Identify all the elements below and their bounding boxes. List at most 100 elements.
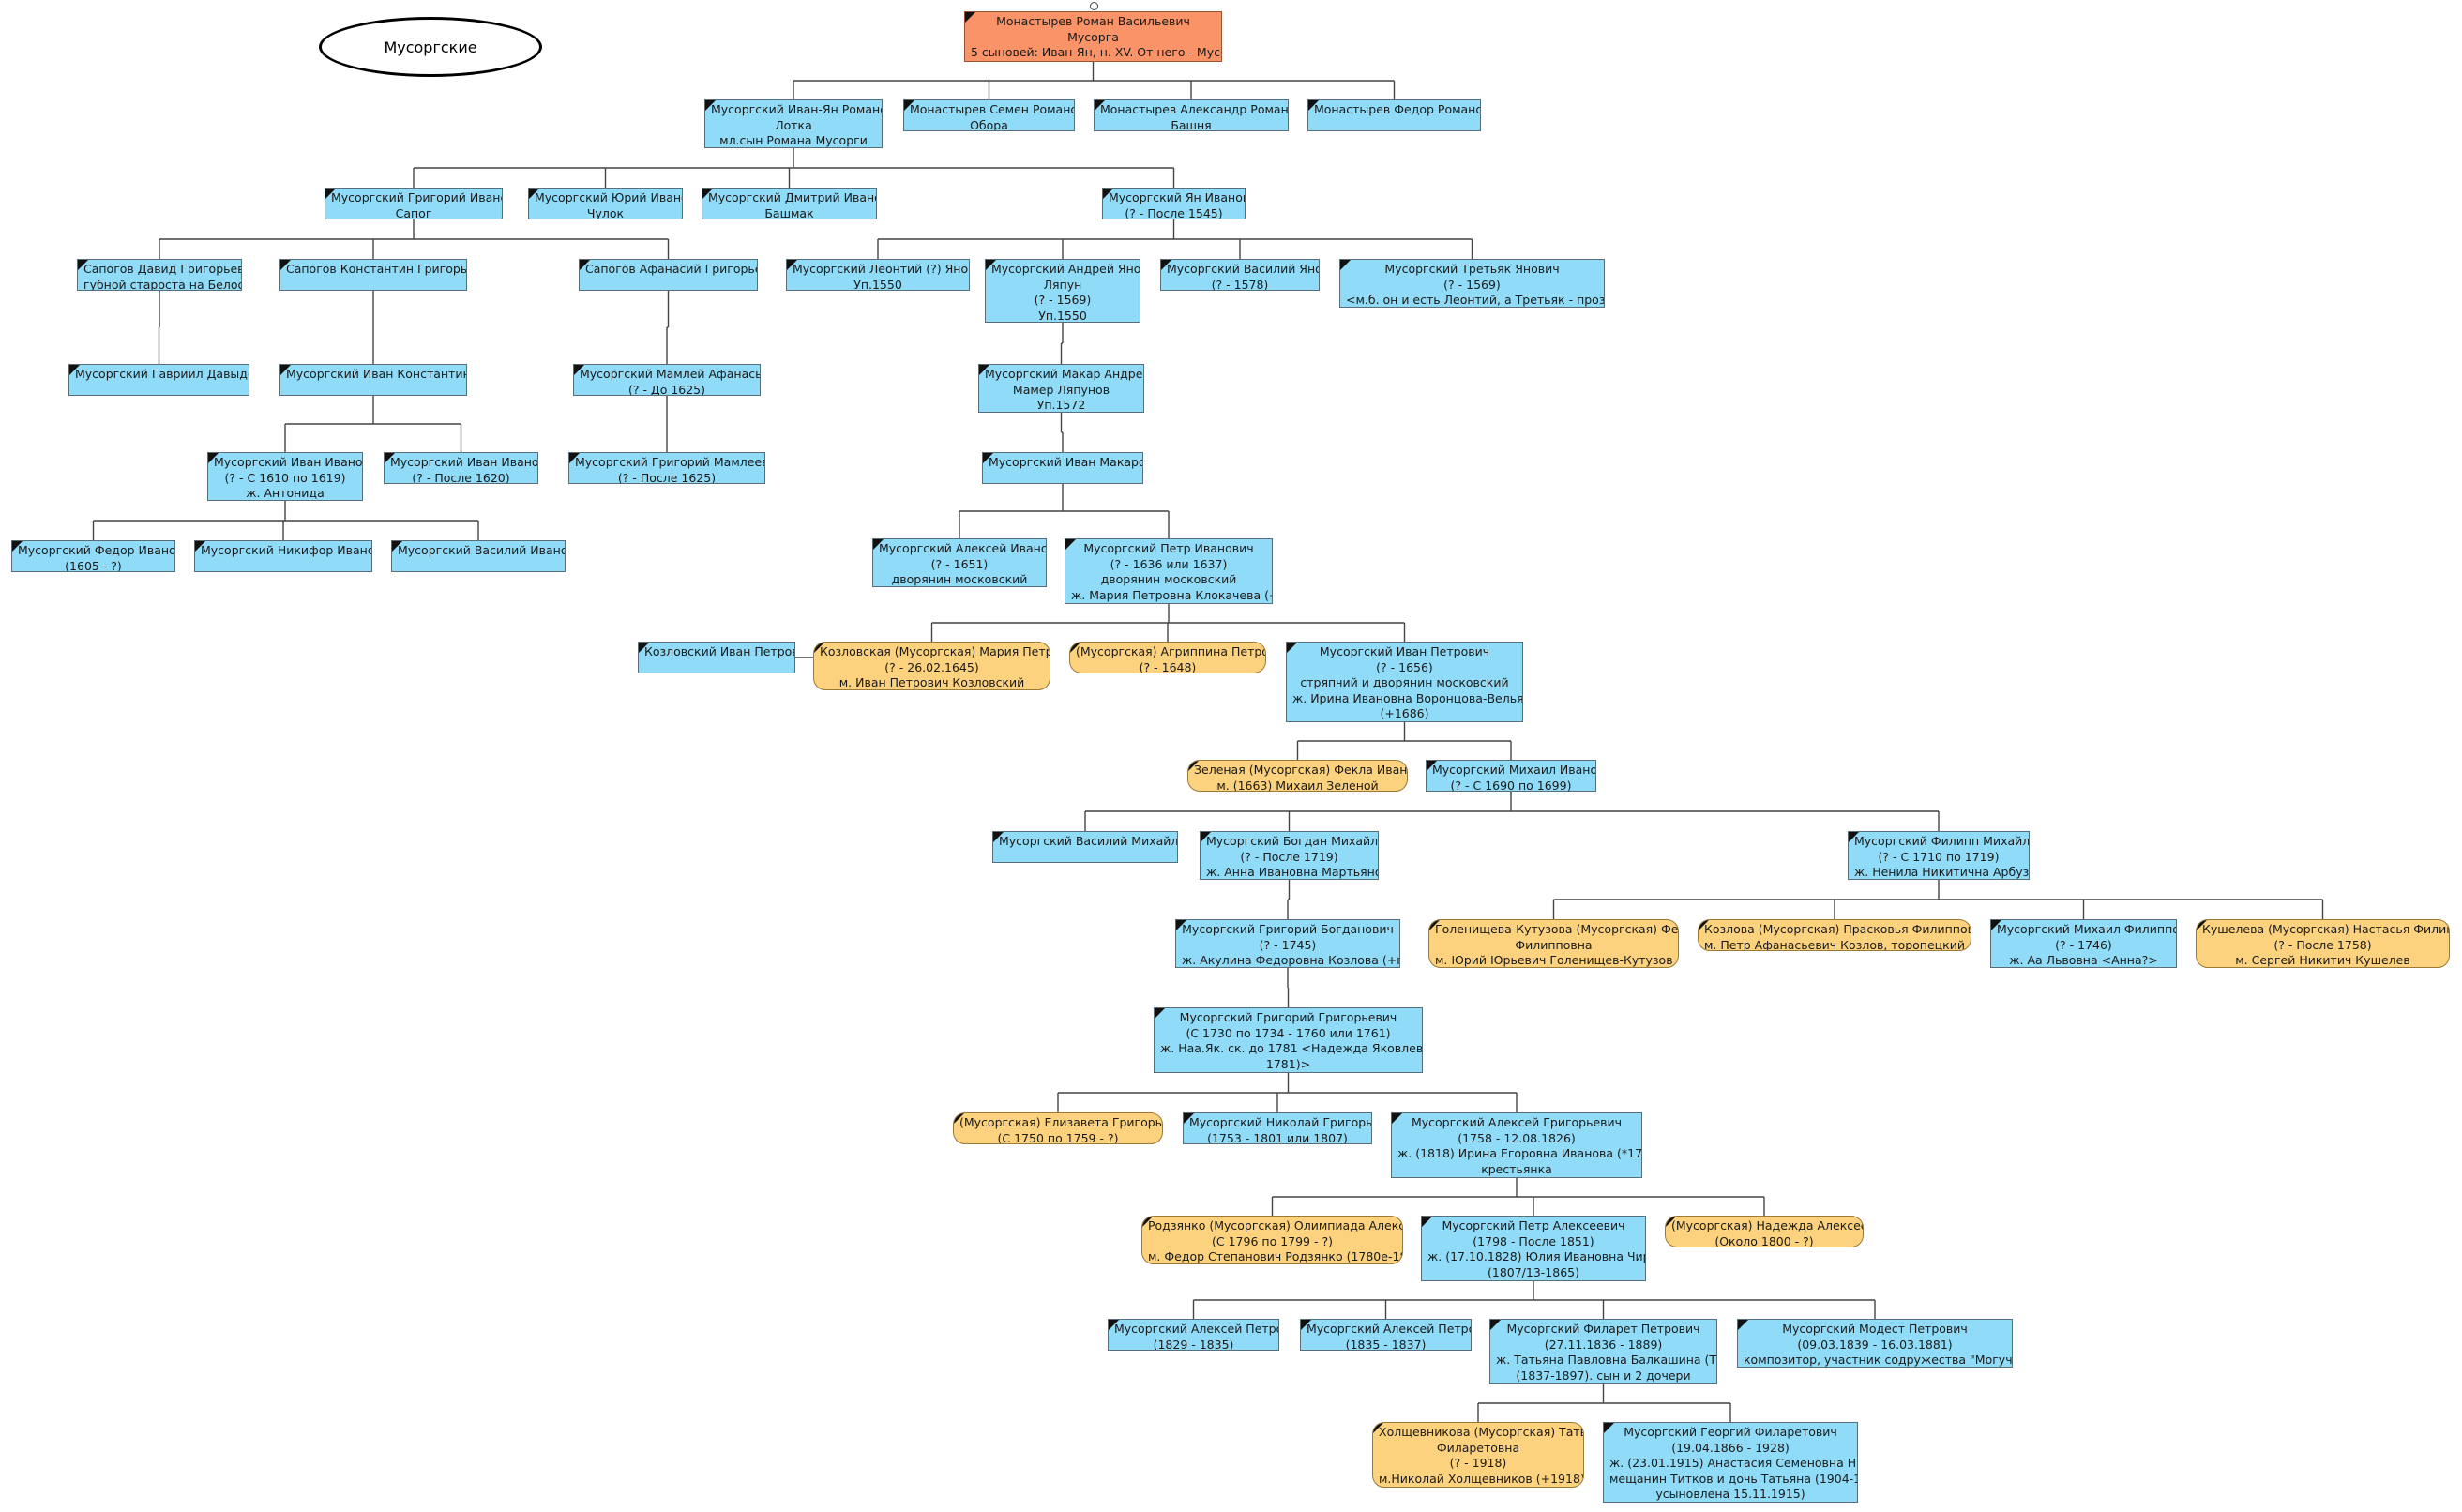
person-card[interactable]: Холщевникова (Мусоргская) ТатьянаФиларет… [1372,1422,1584,1488]
person-detail-line: (19.04.1866 - 1928) [1671,1440,1790,1455]
person-card[interactable]: Козловский Иван Петрович [638,642,795,673]
person-detail-line: (Около 1800 - ?) [1714,1233,1814,1247]
person-card[interactable]: Мусоргский Иван Петрович(? - 1656)стряпч… [1286,642,1523,722]
person-card[interactable]: Мусоргский Леонтий (?) ЯновичУп.1550 [786,259,970,291]
person-card[interactable]: Мусоргский Алексей Петрович(1835 - 1837) [1300,1319,1472,1351]
corner-flag-icon [979,365,989,375]
person-card[interactable]: Мусоргский Петр Алексеевич(1798 - После … [1421,1216,1646,1281]
person-name: Голенищева-Кутузова (Мусоргская) Федосья [1435,922,1679,936]
person-name: Мусоргский Василий Янович [1167,262,1319,276]
person-card[interactable]: Мусоргский Андрей ЯновичЛяпун(? - 1569)У… [985,259,1140,323]
person-detail-line: Чулок [586,205,625,219]
tree-title-oval: Мусоргские [319,17,542,77]
person-card[interactable]: Мусоргский Василий Иванович [391,540,566,572]
person-card[interactable]: Мусоргский Алексей Григорьевич(1758 - 12… [1391,1112,1642,1178]
person-card[interactable]: Мусоргский Иван Иванович(? - С 1610 по 1… [207,452,363,501]
person-card[interactable]: (Мусоргская) Надежда Алексеевна(Около 18… [1665,1216,1864,1247]
person-card[interactable]: Козловская (Мусоргская) Мария Петровна(?… [813,642,1050,690]
corner-flag-icon [1065,539,1076,550]
person-card[interactable]: Мусоргский Филарет Петрович(27.11.1836 -… [1489,1319,1717,1384]
person-name: Мусоргский Дмитрий Иванович [708,190,876,204]
person-card[interactable]: Мусоргский Петр Иванович(? - 1636 или 16… [1065,538,1273,604]
person-card[interactable]: Мусоргский Иван Иванович(? - После 1620) [384,452,538,484]
corner-flag-icon [954,1113,964,1124]
person-name: Мусоргский Иван-Ян Романович [711,102,882,116]
person-card[interactable]: (Мусоргская) Агриппина Петровна(? - 1648… [1069,642,1266,673]
corner-flag-icon [986,260,996,270]
person-card[interactable]: Монастырев Семен РомановичОбора [903,99,1075,131]
person-name: Мусоргский Мамлей Афанасьевич [580,367,760,381]
person-detail-line: ж. Мария Петровна Клокачева (+1648) [1071,587,1272,602]
person-name: Мусоргский Григорий Мамлеев сын [575,455,765,469]
person-card[interactable]: Мусоргский Макар АндреевичМамер ЛяпуновУ… [978,364,1144,413]
root-handle-icon[interactable] [1090,2,1098,10]
person-detail-line: Башмак [764,205,814,219]
person-card[interactable]: Мусоргский Иван Макарович [982,452,1143,484]
person-detail-line: ж. Татьяна Павловна Балкашина (Темира) [1496,1353,1717,1367]
corner-flag-icon [787,260,797,270]
person-name: Холщевникова (Мусоргская) Татьяна [1379,1425,1583,1439]
person-detail-line: мещанин Титков и дочь Татьяна (1904-1984… [1609,1471,1857,1486]
person-card[interactable]: Мусоргский Третьяк Янович(? - 1569)<м.б.… [1339,259,1605,308]
person-card[interactable]: Мусоргский Василий Михайлович [992,831,1178,863]
person-card[interactable]: Кушелева (Мусоргская) Настасья Филипповн… [2196,919,2450,968]
person-card[interactable]: Мусоргский Богдан Михайлович(? - После 1… [1200,831,1379,880]
person-card[interactable]: Мусоргский Дмитрий ИвановичБашмак [702,188,877,219]
corner-flag-icon [904,100,914,111]
person-card[interactable]: Мусоргский Алексей Иванович(? - 1651)дво… [872,538,1047,587]
person-card[interactable]: Мусоргский Григорий Григорьевич(С 1730 п… [1154,1007,1423,1073]
person-card[interactable]: Мусоргский Мамлей Афанасьевич(? - До 162… [573,364,761,396]
person-card[interactable]: Мусоргский Ян Иванович(? - После 1545) [1102,188,1246,219]
person-detail-line: дворянин московский [1100,572,1237,586]
corner-flag-icon [1188,761,1199,771]
person-detail-line: ж. Анна Ивановна Мартьянова [1206,865,1379,879]
person-card[interactable]: Мусоргский Алексей Петрович(1829 - 1835) [1108,1319,1279,1351]
person-card[interactable]: Мусоргский Георгий Филаретович(19.04.186… [1603,1422,1858,1503]
person-card[interactable]: Голенищева-Кутузова (Мусоргская) Федосья… [1428,919,1679,968]
person-card[interactable]: Мусоргский Иван Константинович [279,364,467,396]
person-card[interactable]: Зеленая (Мусоргская) Фекла Ивановнам. (1… [1187,760,1408,792]
person-detail-line: губной староста на Белоозере [83,277,241,291]
person-card[interactable]: Козлова (Мусоргская) Прасковья Филипповн… [1698,919,1971,951]
person-name: Мусоргский Иван Макарович [989,455,1142,469]
person-card[interactable]: Монастырев Александр РомановичБашня [1094,99,1289,131]
person-card[interactable]: Мусоргский Василий Янович(? - 1578) [1160,259,1320,291]
person-card[interactable]: Мусоргский Никифор Иванович [194,540,372,572]
person-card[interactable]: Мусоргский Федор Иванович(1605 - ?) [11,540,175,572]
person-card[interactable]: Мусоргский Модест Петрович(09.03.1839 - … [1737,1319,2013,1368]
person-card[interactable]: Мусоргский Филипп Михайлович(? - С 1710 … [1848,831,2030,880]
corner-flag-icon [1201,832,1211,842]
person-detail-line: мл.сын Романа Мусорги [719,133,868,147]
person-detail-line: (? - После 1620) [412,470,510,484]
tree-title: Мусоргские [384,38,477,56]
corner-flag-icon [280,365,291,375]
person-card[interactable]: (Мусоргская) Елизавета Григорьевна(С 175… [953,1112,1163,1144]
person-detail-line: (? - С 1710 по 1719) [1878,849,2000,864]
person-card[interactable]: Мусоргский Юрий ИвановичЧулок [528,188,683,219]
corner-flag-icon [529,189,539,199]
person-detail-line: (1753 - 1801 или 1807) [1207,1130,1348,1144]
person-detail-line: (? - После 1545) [1125,205,1223,219]
person-card[interactable]: Сапогов Константин Григорьевич [279,259,467,291]
person-name: (Мусоргская) Надежда Алексеевна [1671,1218,1863,1232]
corner-flag-icon [705,100,716,111]
person-card[interactable]: Мусоргский Григорий ИвановичСапог [325,188,503,219]
person-card[interactable]: Мусоргский Григорий Богданович(? - 1745)… [1175,919,1400,968]
person-card[interactable]: Монастырев Федор Романович [1307,99,1481,131]
person-card[interactable]: Мусоргский Григорий Мамлеев сын(? - Посл… [568,452,765,484]
person-card[interactable]: Мусоргский Михаил Иванович(? - С 1690 по… [1426,760,1596,792]
person-name: Мусоргский Иван Иванович [214,455,363,469]
person-card[interactable]: Мусоргский Иван-Ян РомановичЛоткамл.сын … [704,99,883,148]
person-detail-line: (1807/13-1865) [1487,1264,1579,1279]
person-detail-line: (1758 - 12.08.1826) [1458,1130,1576,1145]
person-name: Мусоргский Георгий Филаретович [1624,1425,1837,1439]
person-card[interactable]: Мусоргский Гавриил Давыдович [68,364,249,396]
person-card[interactable]: Сапогов Афанасий Григорьевич [579,259,758,291]
person-detail-line: ж. Антонида [246,486,325,500]
person-card[interactable]: Родзянко (Мусоргская) Олимпиада Алексеев… [1141,1216,1403,1264]
person-card[interactable]: Мусоргский Михаил Филиппович(? - 1746)ж.… [1990,919,2177,968]
person-detail-line: (1837-1897). сын и 2 дочери [1516,1368,1691,1383]
person-card[interactable]: Мусоргский Николай Григорьевич(1753 - 18… [1183,1112,1372,1144]
